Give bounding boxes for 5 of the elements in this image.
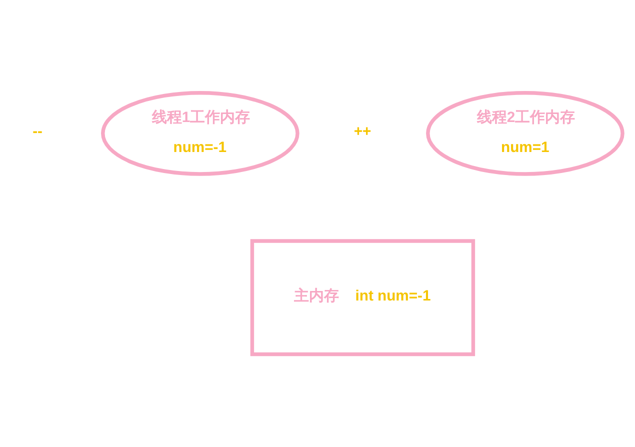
node-ellipse: 线程2工作内存 num=1 [426,91,624,176]
label: ++ [354,124,372,140]
label: -- [32,124,42,140]
node-ellipse: 线程1工作内存 num=-1 [101,91,300,176]
node-box: 主内存 int num=-1 [250,239,476,356]
